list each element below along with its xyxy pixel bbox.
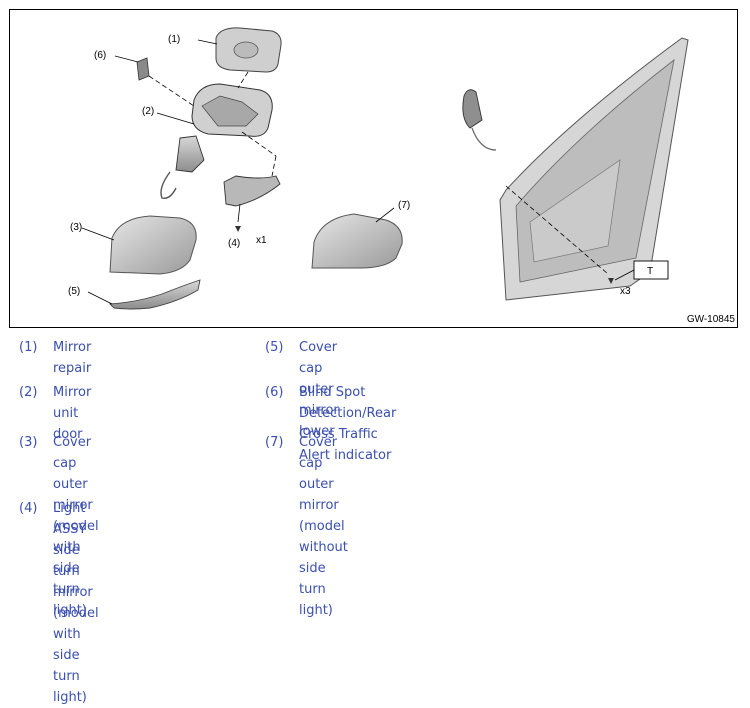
callout-1: (1) (168, 34, 180, 45)
legend-text: Mirror unit door (53, 385, 92, 442)
callout-3: (3) (70, 222, 82, 233)
legend-text: Blind Spot Detection/Rear Cross Traffic … (299, 385, 397, 463)
cover-cap-without-turn-light-part (311, 207, 403, 269)
door-assembly (462, 37, 689, 301)
legend-text: Cover cap outer mirror lower (299, 340, 339, 439)
callout-6: (6) (94, 50, 106, 61)
legend-number: (6) (265, 385, 284, 400)
side-turn-light-part (223, 175, 281, 232)
mirror-repair-part (197, 27, 282, 73)
quantity-x1: x1 (256, 235, 267, 246)
mirror-unit-door-part (156, 71, 277, 199)
exploded-diagram: (1) (6) (2) (3) (4) x1 (5) (7) T x3 GW-1… (9, 9, 738, 328)
callout-7: (7) (398, 200, 410, 211)
bsd-indicator-part (114, 55, 201, 111)
parts-legend: (1) Mirror repair (2) Mirror unit door (… (19, 340, 397, 705)
cover-cap-lower-part (87, 279, 201, 310)
legend-text: Light ASSY side turn mirror (model with … (53, 501, 99, 705)
legend-number: (1) (19, 340, 38, 355)
legend-number: (7) (265, 435, 284, 450)
tag-box (633, 260, 669, 280)
legend-text: Cover cap outer mirror (model without si… (299, 435, 348, 618)
callout-5: (5) (68, 286, 80, 297)
legend-text: Mirror repair (53, 340, 92, 376)
legend-number: (4) (19, 501, 38, 516)
cover-cap-with-turn-light-part (81, 215, 197, 275)
diagram-illustration: (1) (6) (2) (3) (4) x1 (5) (7) T x3 (68, 27, 689, 310)
callout-4: (4) (228, 238, 240, 249)
tag-label: T (647, 266, 653, 277)
quantity-x3: x3 (620, 286, 631, 297)
callout-2: (2) (142, 106, 154, 117)
legend-number: (2) (19, 385, 38, 400)
figure-id: GW-10845 (686, 314, 735, 325)
legend-number: (3) (19, 435, 38, 450)
legend-number: (5) (265, 340, 284, 355)
